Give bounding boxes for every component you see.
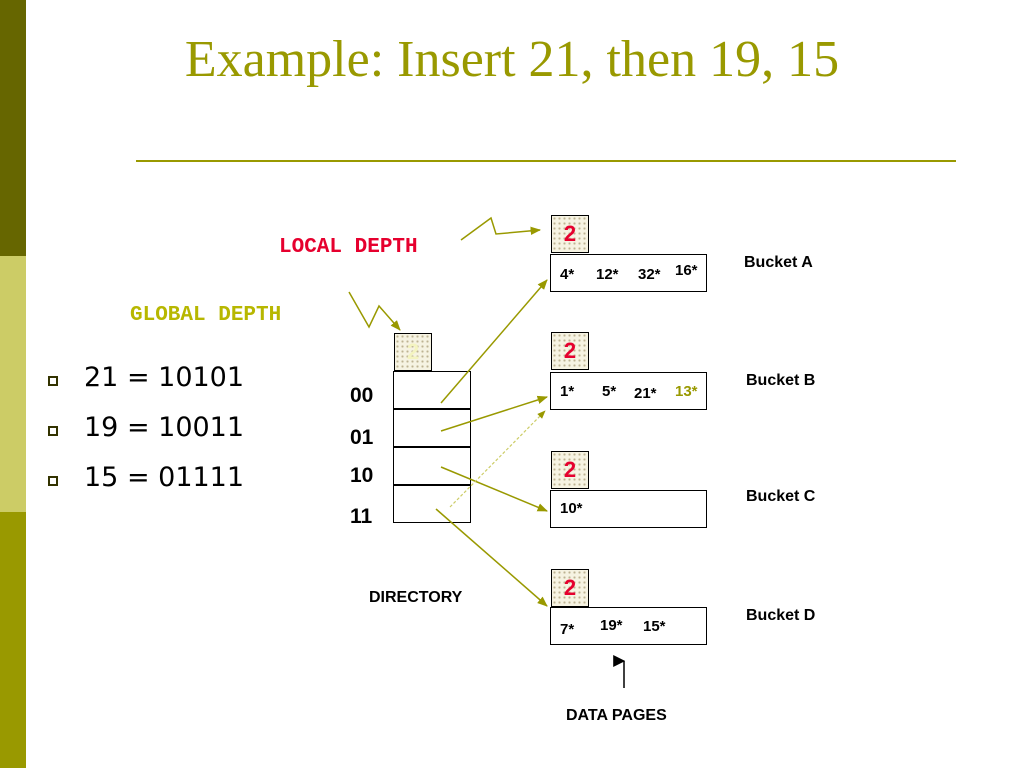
bucket-entry: 1* — [560, 383, 575, 400]
bucket-c-name: Bucket C — [746, 488, 816, 505]
pointer-10-to-c — [440, 466, 548, 512]
directory-slot-01 — [393, 409, 471, 447]
bucket-a-local-depth: 2 — [551, 215, 589, 253]
directory-caption: DIRECTORY — [369, 589, 463, 606]
square-bullet-icon — [48, 376, 58, 386]
square-bullet-icon — [48, 426, 58, 436]
bullet-text: 15 = 01111 — [84, 462, 245, 493]
bucket-entry: 5* — [602, 383, 617, 400]
bucket-entry: 12* — [596, 266, 619, 283]
directory-label-10: 10 — [350, 464, 374, 487]
directory-slot-11 — [393, 485, 471, 523]
directory-label-11: 11 — [350, 505, 373, 528]
bucket-c-local-depth: 2 — [551, 451, 589, 489]
bucket-b-local-depth: 2 — [551, 332, 589, 370]
global-depth-callout — [348, 291, 401, 331]
bucket-b-page — [550, 372, 707, 410]
slide-title: Example: Insert 21, then 19, 15 — [184, 31, 840, 88]
pointer-11-to-d — [435, 508, 548, 607]
global-depth-box: 2 — [394, 333, 432, 371]
bucket-entry: 21* — [634, 385, 657, 402]
bucket-entry: 19* — [600, 617, 623, 634]
side-bar-bottom — [0, 512, 26, 768]
title-divider — [136, 160, 956, 162]
bucket-d-name: Bucket D — [746, 607, 816, 624]
data-pages-caption: DATA PAGES — [566, 707, 667, 724]
pointer-11-to-b — [449, 410, 546, 508]
bucket-c-page — [550, 490, 707, 528]
bucket-entry: 7* — [560, 621, 575, 638]
pointer-01-to-b — [440, 395, 548, 432]
global-depth-label: GLOBAL DEPTH — [130, 304, 282, 327]
pointer-00-to-a — [440, 279, 548, 404]
directory-label-01: 01 — [350, 426, 374, 449]
local-depth-label: LOCAL DEPTH — [279, 236, 418, 259]
directory-slot-00 — [393, 371, 471, 409]
bucket-entry: 15* — [643, 618, 666, 635]
bucket-b-name: Bucket B — [746, 372, 816, 389]
bullet-text: 21 = 10101 — [84, 362, 245, 393]
bucket-a-name: Bucket A — [744, 254, 813, 271]
side-bar-top — [0, 0, 26, 256]
directory-slot-10 — [393, 447, 471, 485]
local-depth-callout — [460, 216, 542, 241]
bucket-d-local-depth: 2 — [551, 569, 589, 607]
bucket-entry: 32* — [638, 266, 661, 283]
bullet-text: 19 = 10011 — [84, 412, 245, 443]
bucket-entry-highlighted: 13* — [675, 383, 698, 400]
bucket-entry: 10* — [560, 500, 583, 517]
square-bullet-icon — [48, 476, 58, 486]
side-bar-middle — [0, 256, 26, 512]
bucket-a-page — [550, 254, 707, 292]
directory-label-00: 00 — [350, 384, 374, 407]
bucket-entry: 4* — [560, 266, 575, 283]
bucket-entry: 16* — [675, 262, 698, 279]
bucket-d-page — [550, 607, 707, 645]
